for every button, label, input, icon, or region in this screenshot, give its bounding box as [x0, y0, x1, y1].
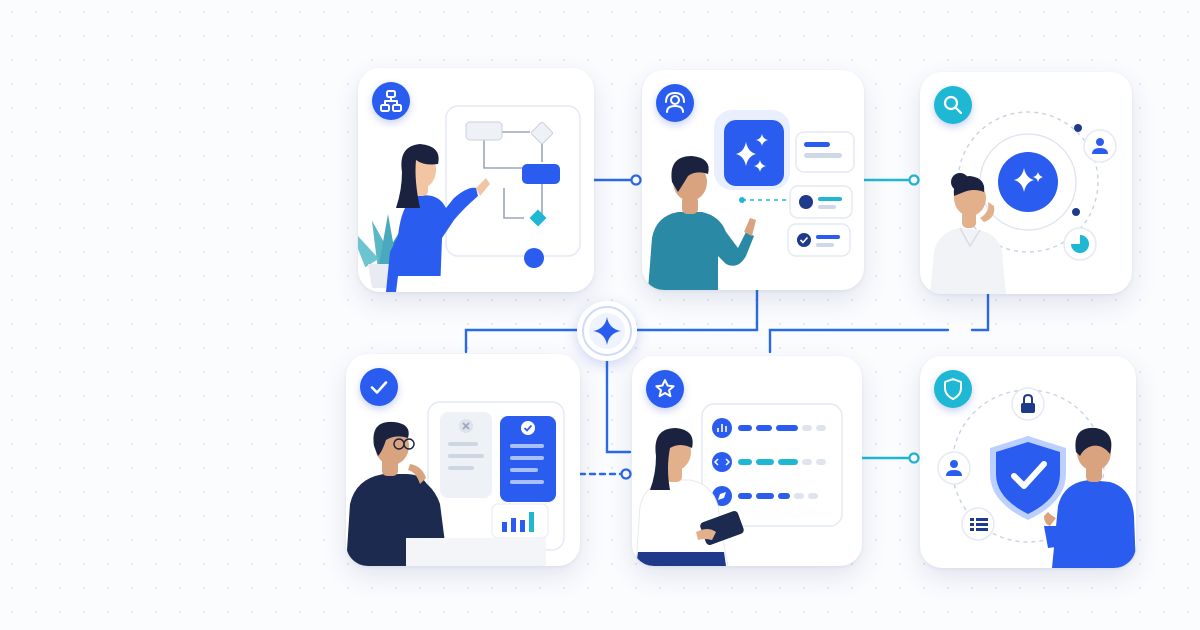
card-badge	[646, 370, 684, 408]
connector-node	[908, 174, 920, 186]
central-hub	[577, 301, 637, 361]
shield-icon	[944, 378, 962, 400]
connector-hub-left	[464, 328, 579, 354]
connector-node	[620, 468, 632, 480]
connector-hub-right	[635, 288, 759, 332]
card-badge	[372, 82, 410, 120]
card-workflow-design	[358, 68, 594, 292]
review-scene	[346, 401, 565, 566]
card-review-approval	[346, 354, 580, 566]
discovery-scene	[930, 111, 1117, 294]
star-icon	[655, 379, 675, 398]
connector-node	[630, 174, 642, 186]
connector-card3-end	[970, 292, 990, 332]
card-security	[920, 356, 1136, 568]
card-badge	[656, 84, 694, 122]
skills-scene	[635, 403, 843, 566]
card-badge	[934, 370, 972, 408]
sparkle-icon	[582, 306, 632, 356]
card-quality-skills	[632, 356, 862, 566]
workflow-scene	[358, 105, 581, 292]
security-scene	[937, 387, 1136, 568]
connector-hub-down	[605, 359, 632, 454]
search-icon	[943, 95, 963, 115]
sitemap-icon	[380, 90, 402, 112]
connector-node	[908, 452, 920, 464]
assistant-scene	[648, 110, 855, 290]
user-support-icon	[665, 91, 685, 113]
check-icon	[370, 381, 388, 394]
card-ai-assistant	[642, 70, 864, 290]
card-badge	[934, 86, 972, 124]
card-badge	[360, 368, 398, 406]
connector-card5-card3	[768, 328, 950, 354]
card-ai-discovery	[920, 72, 1132, 294]
